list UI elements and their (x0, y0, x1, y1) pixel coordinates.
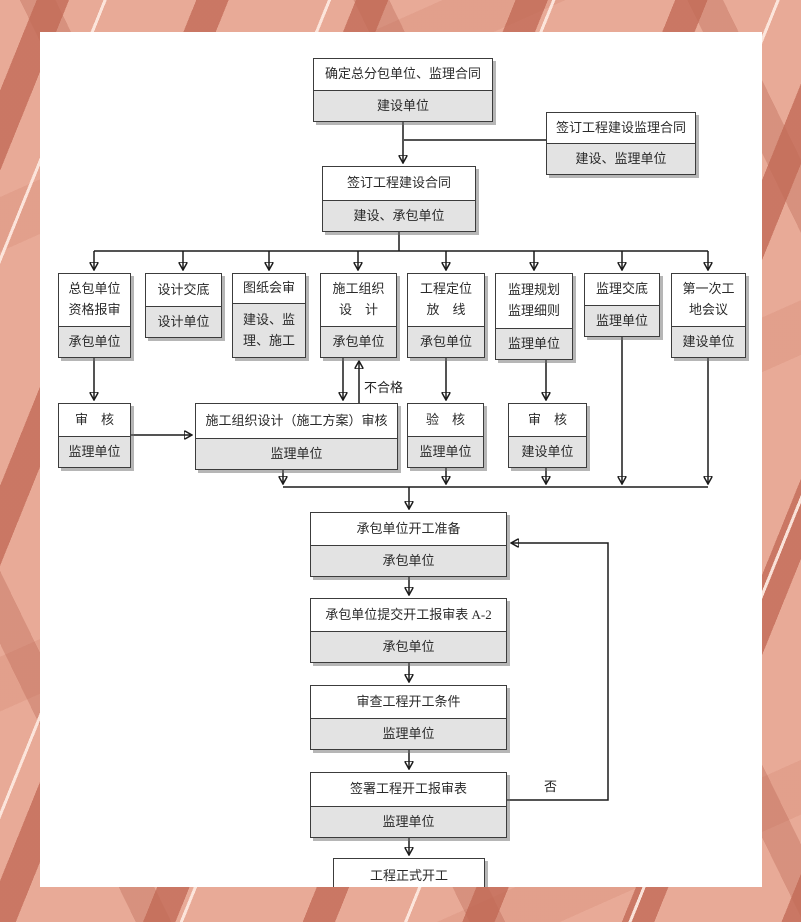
flow-box-determine-contract: 确定总分包单位、监理合同 建设单位 (313, 58, 493, 122)
box-title: 承包单位开工准备 (356, 520, 461, 536)
box-org: 承包单位 (59, 326, 130, 357)
box-org: 监理单位 (311, 718, 506, 749)
box-title: 审查工程开工条件 (356, 693, 461, 709)
box-org: 监理单位 (311, 806, 506, 837)
flow-box-review-left: 审 核 监理单位 (58, 403, 131, 468)
box-org: 监理单位 (196, 438, 397, 469)
box-title: 总包单位 资格报审 (68, 281, 121, 317)
box-title: 第一次工 地会议 (682, 281, 735, 317)
flow-box-sign-supervision-contract: 签订工程建设监理合同 建设、监理单位 (546, 112, 696, 175)
flow-box-site-positioning: 工程定位 放 线 承包单位 (407, 273, 485, 358)
connector-top-flow (398, 122, 546, 251)
box-title: 设计交底 (157, 281, 210, 297)
box-org: 监理单位 (408, 436, 483, 467)
collector-line (283, 337, 708, 488)
flow-box-supervision-disclosure: 监理交底 监理单位 (584, 273, 660, 337)
box-org: 承包单位 (311, 631, 506, 662)
box-org: 建设单位 (672, 326, 745, 357)
box-title: 审 核 (527, 411, 567, 427)
edge-label-not-qualified: 不合格 (364, 380, 404, 395)
box-org: 监理单位 (585, 305, 659, 336)
box-org: 设计单位 (146, 306, 221, 337)
flowchart-connectors (40, 122, 762, 887)
flow-box-first-site-meeting: 第一次工 地会议 建设单位 (671, 273, 746, 358)
box-org: 建设、监理单位 (547, 143, 695, 174)
flowchart-page: 确定总分包单位、监理合同 建设单位 签订工程建设监理合同 建设、监理单位 签订工… (40, 32, 762, 887)
box-title: 验 核 (425, 411, 465, 427)
box-org: 监理单位 (59, 436, 130, 467)
flow-box-general-contractor-qualification: 总包单位 资格报审 承包单位 (58, 273, 131, 358)
box-org: 承包单位 (311, 545, 506, 576)
box-org: 承包单位 (408, 326, 484, 357)
box-title: 签署工程开工报审表 (349, 781, 467, 797)
box-title: 工程正式开工 (369, 867, 448, 883)
box-org: 建设单位 (314, 90, 492, 121)
flow-box-design-disclosure: 设计交底 设计单位 (145, 273, 222, 338)
box-title: 监理规划 监理细则 (507, 282, 560, 318)
flow-box-construction-org-design: 施工组织 设 计 承包单位 (320, 273, 397, 358)
flow-box-drawing-review: 图纸会审 建设、监 理、施工 (232, 273, 306, 358)
flow-box-submit-start-form: 承包单位提交开工报审表 A-2 承包单位 (310, 598, 507, 663)
box-title: 审 核 (74, 411, 114, 427)
box-title: 确定总分包单位、监理合同 (324, 66, 481, 82)
flow-box-official-start: 工程正式开工 (333, 858, 485, 887)
flow-box-review-owner: 审 核 建设单位 (508, 403, 587, 468)
box-title: 工程定位 放 线 (419, 281, 472, 317)
flow-box-sign-construction-contract: 签订工程建设合同 建设、承包单位 (322, 166, 476, 232)
box-title: 监理交底 (595, 281, 648, 297)
box-title: 签订工程建设合同 (346, 175, 451, 191)
edge-label-no: 否 (544, 779, 558, 794)
box-title: 施工组织设计（施工方案）审核 (205, 412, 388, 428)
distribution-line (94, 250, 708, 270)
flow-box-check-start-conditions: 审查工程开工条件 监理单位 (310, 685, 507, 750)
box-title: 承包单位提交开工报审表 A-2 (325, 606, 492, 622)
flow-box-verify: 验 核 监理单位 (407, 403, 484, 468)
box-title: 图纸会审 (242, 280, 295, 296)
flow-box-construction-plan-review: 施工组织设计（施工方案）审核 监理单位 (195, 403, 398, 470)
flow-box-start-preparation: 承包单位开工准备 承包单位 (310, 512, 507, 577)
flow-box-supervision-plan: 监理规划 监理细则 监理单位 (495, 273, 573, 360)
box-org: 建设、承包单位 (323, 200, 475, 231)
box-org: 监理单位 (496, 328, 572, 359)
box-org: 承包单位 (321, 326, 396, 357)
box-title: 施工组织 设 计 (332, 281, 385, 317)
box-org: 建设、监 理、施工 (233, 303, 305, 357)
connector-review-row (94, 358, 546, 435)
box-title: 签订工程建设监理合同 (555, 119, 686, 135)
flow-box-sign-start-form: 签署工程开工报审表 监理单位 (310, 772, 507, 838)
feedback-loop-no (507, 543, 609, 801)
box-org: 建设单位 (509, 436, 586, 467)
